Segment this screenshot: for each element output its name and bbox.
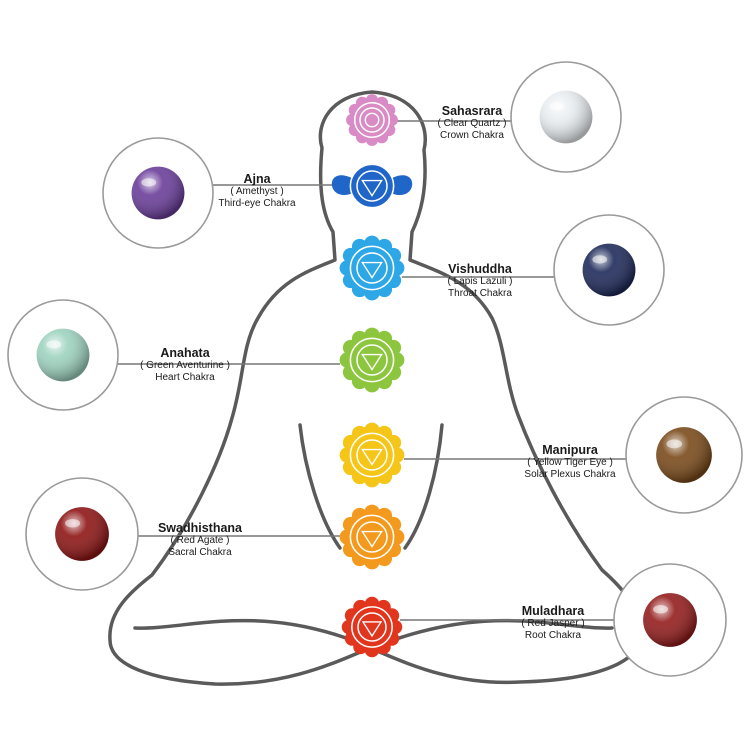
chakra-symbol-manipura-icon <box>339 422 405 488</box>
chakra-name: Vishuddha <box>448 262 512 276</box>
stone-circles <box>7 61 743 677</box>
stone-name: ( Yellow Tiger Eye ) <box>527 457 613 469</box>
label-vishuddha: Vishuddha ( Lapis Lazuli ) Throat Chakra <box>430 262 530 299</box>
stone-name: ( Clear Quartz ) <box>437 118 507 130</box>
chakra-kind: Sacral Chakra <box>168 546 232 558</box>
connector-lines <box>118 120 626 621</box>
label-manipura: Manipura ( Yellow Tiger Eye ) Solar Plex… <box>510 443 630 480</box>
stone-circle-anahata <box>7 299 119 411</box>
chakra-kind: Root Chakra <box>524 629 582 641</box>
chakra-name: Ajna <box>243 172 271 186</box>
chakra-symbol-muladhara-icon <box>341 596 403 658</box>
stone-name: ( Amethyst ) <box>230 186 284 198</box>
chakra-name: Manipura <box>542 443 598 457</box>
chakra-name: Sahasrara <box>441 104 503 118</box>
chakra-symbol-anahata-icon <box>339 327 405 393</box>
meditating-body-outline <box>108 90 643 686</box>
stone-circle-ajna <box>102 137 214 249</box>
chakra-symbol-sahasrara-icon <box>346 94 398 146</box>
label-muladhara: Muladhara ( Red Jasper ) Root Chakra <box>498 604 608 641</box>
label-sahasrara: Sahasrara ( Clear Quartz ) Crown Chakra <box>422 104 522 141</box>
chakra-symbols <box>331 94 413 658</box>
label-anahata: Anahata ( Green Aventurine ) Heart Chakr… <box>130 346 240 383</box>
chakra-name: Anahata <box>160 346 210 360</box>
stone-circle-vishuddha <box>553 214 665 326</box>
stone-name: ( Lapis Lazuli ) <box>447 276 513 288</box>
stone-name: ( Red Agate ) <box>170 535 230 547</box>
chakra-kind: Crown Chakra <box>440 129 504 141</box>
stone-circle-manipura <box>625 396 743 514</box>
label-ajna: Ajna ( Amethyst ) Third-eye Chakra <box>207 172 307 209</box>
label-swadhisthana: Swadhisthana ( Red Agate ) Sacral Chakra <box>150 521 250 558</box>
chakra-symbol-ajna-icon <box>331 163 413 209</box>
stone-name: ( Red Jasper ) <box>521 618 585 630</box>
chakra-kind: Solar Plexus Chakra <box>524 468 616 480</box>
stone-circle-swadhisthana <box>25 477 139 591</box>
stone-name: ( Green Aventurine ) <box>140 360 230 372</box>
stone-circle-sahasrara <box>510 61 622 173</box>
chakra-symbol-vishuddha-icon <box>339 235 405 301</box>
stone-circle-muladhara <box>613 563 727 677</box>
chakra-name: Muladhara <box>521 604 585 618</box>
chakra-kind: Third-eye Chakra <box>218 197 296 209</box>
chakra-kind: Throat Chakra <box>448 287 512 299</box>
chakra-name: Swadhisthana <box>157 521 243 535</box>
chakra-kind: Heart Chakra <box>155 371 215 383</box>
chakra-symbol-swadhisthana-icon <box>339 504 405 570</box>
